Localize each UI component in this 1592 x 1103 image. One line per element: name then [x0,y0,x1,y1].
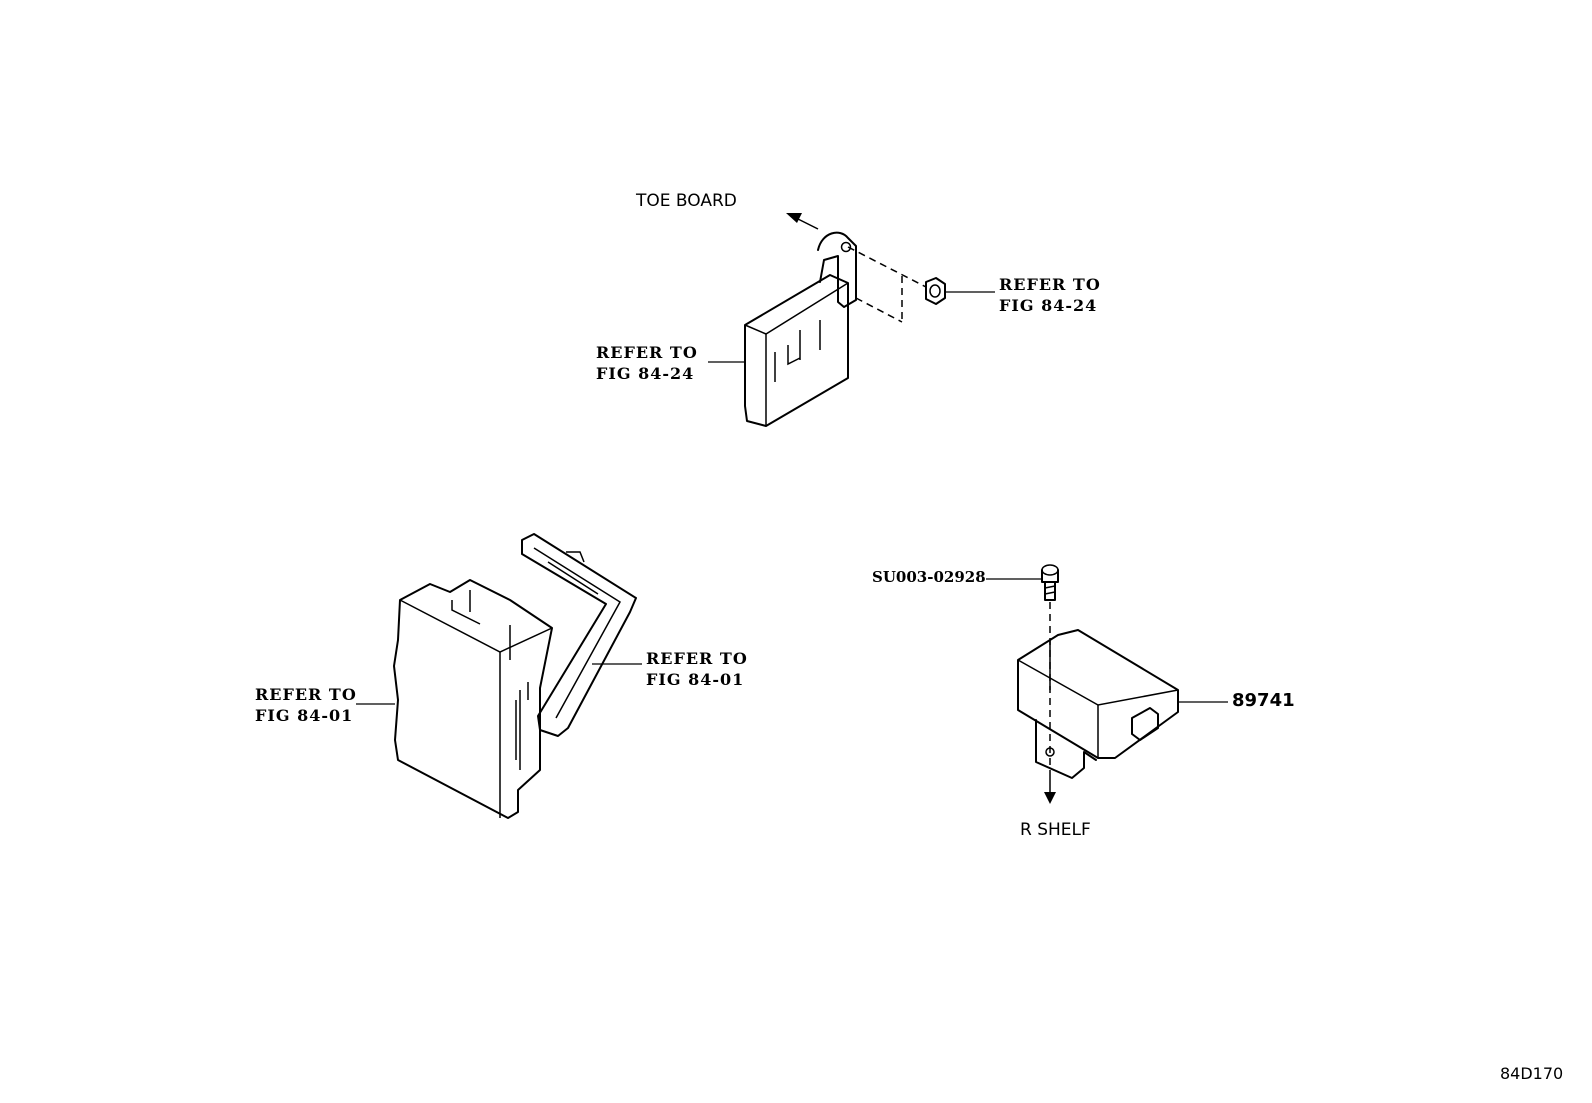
top-left-refer-label: REFER TO FIG 84-24 [596,342,698,384]
junction-block [356,533,642,819]
top-right-refer-label: REFER TO FIG 84-24 [999,274,1101,316]
r-shelf-label: R SHELF [1020,820,1091,840]
fig-ref-text: FIG 84-01 [646,670,745,689]
refer-to-text: REFER TO [596,343,698,362]
module-part-number: 89741 [1232,690,1295,711]
fig-ref-text: FIG 84-01 [255,706,354,725]
fig-ref-text: FIG 84-24 [999,296,1098,315]
toe-board-arrow-head [786,213,802,223]
module-89741 [986,564,1228,804]
toe-board-label: TOE BOARD [636,191,737,211]
refer-to-text: REFER TO [255,685,357,704]
diagram-id: 84D170 [1500,1064,1564,1083]
bottom-left-refer-label: REFER TO FIG 84-01 [255,684,357,726]
toe-board-module [708,213,995,427]
fig-ref-text: FIG 84-24 [596,364,695,383]
bolt-part-number: SU003-02928 [872,568,986,586]
bottom-mid-refer-label: REFER TO FIG 84-01 [646,648,748,690]
refer-to-text: REFER TO [999,275,1101,294]
refer-to-text: REFER TO [646,649,748,668]
